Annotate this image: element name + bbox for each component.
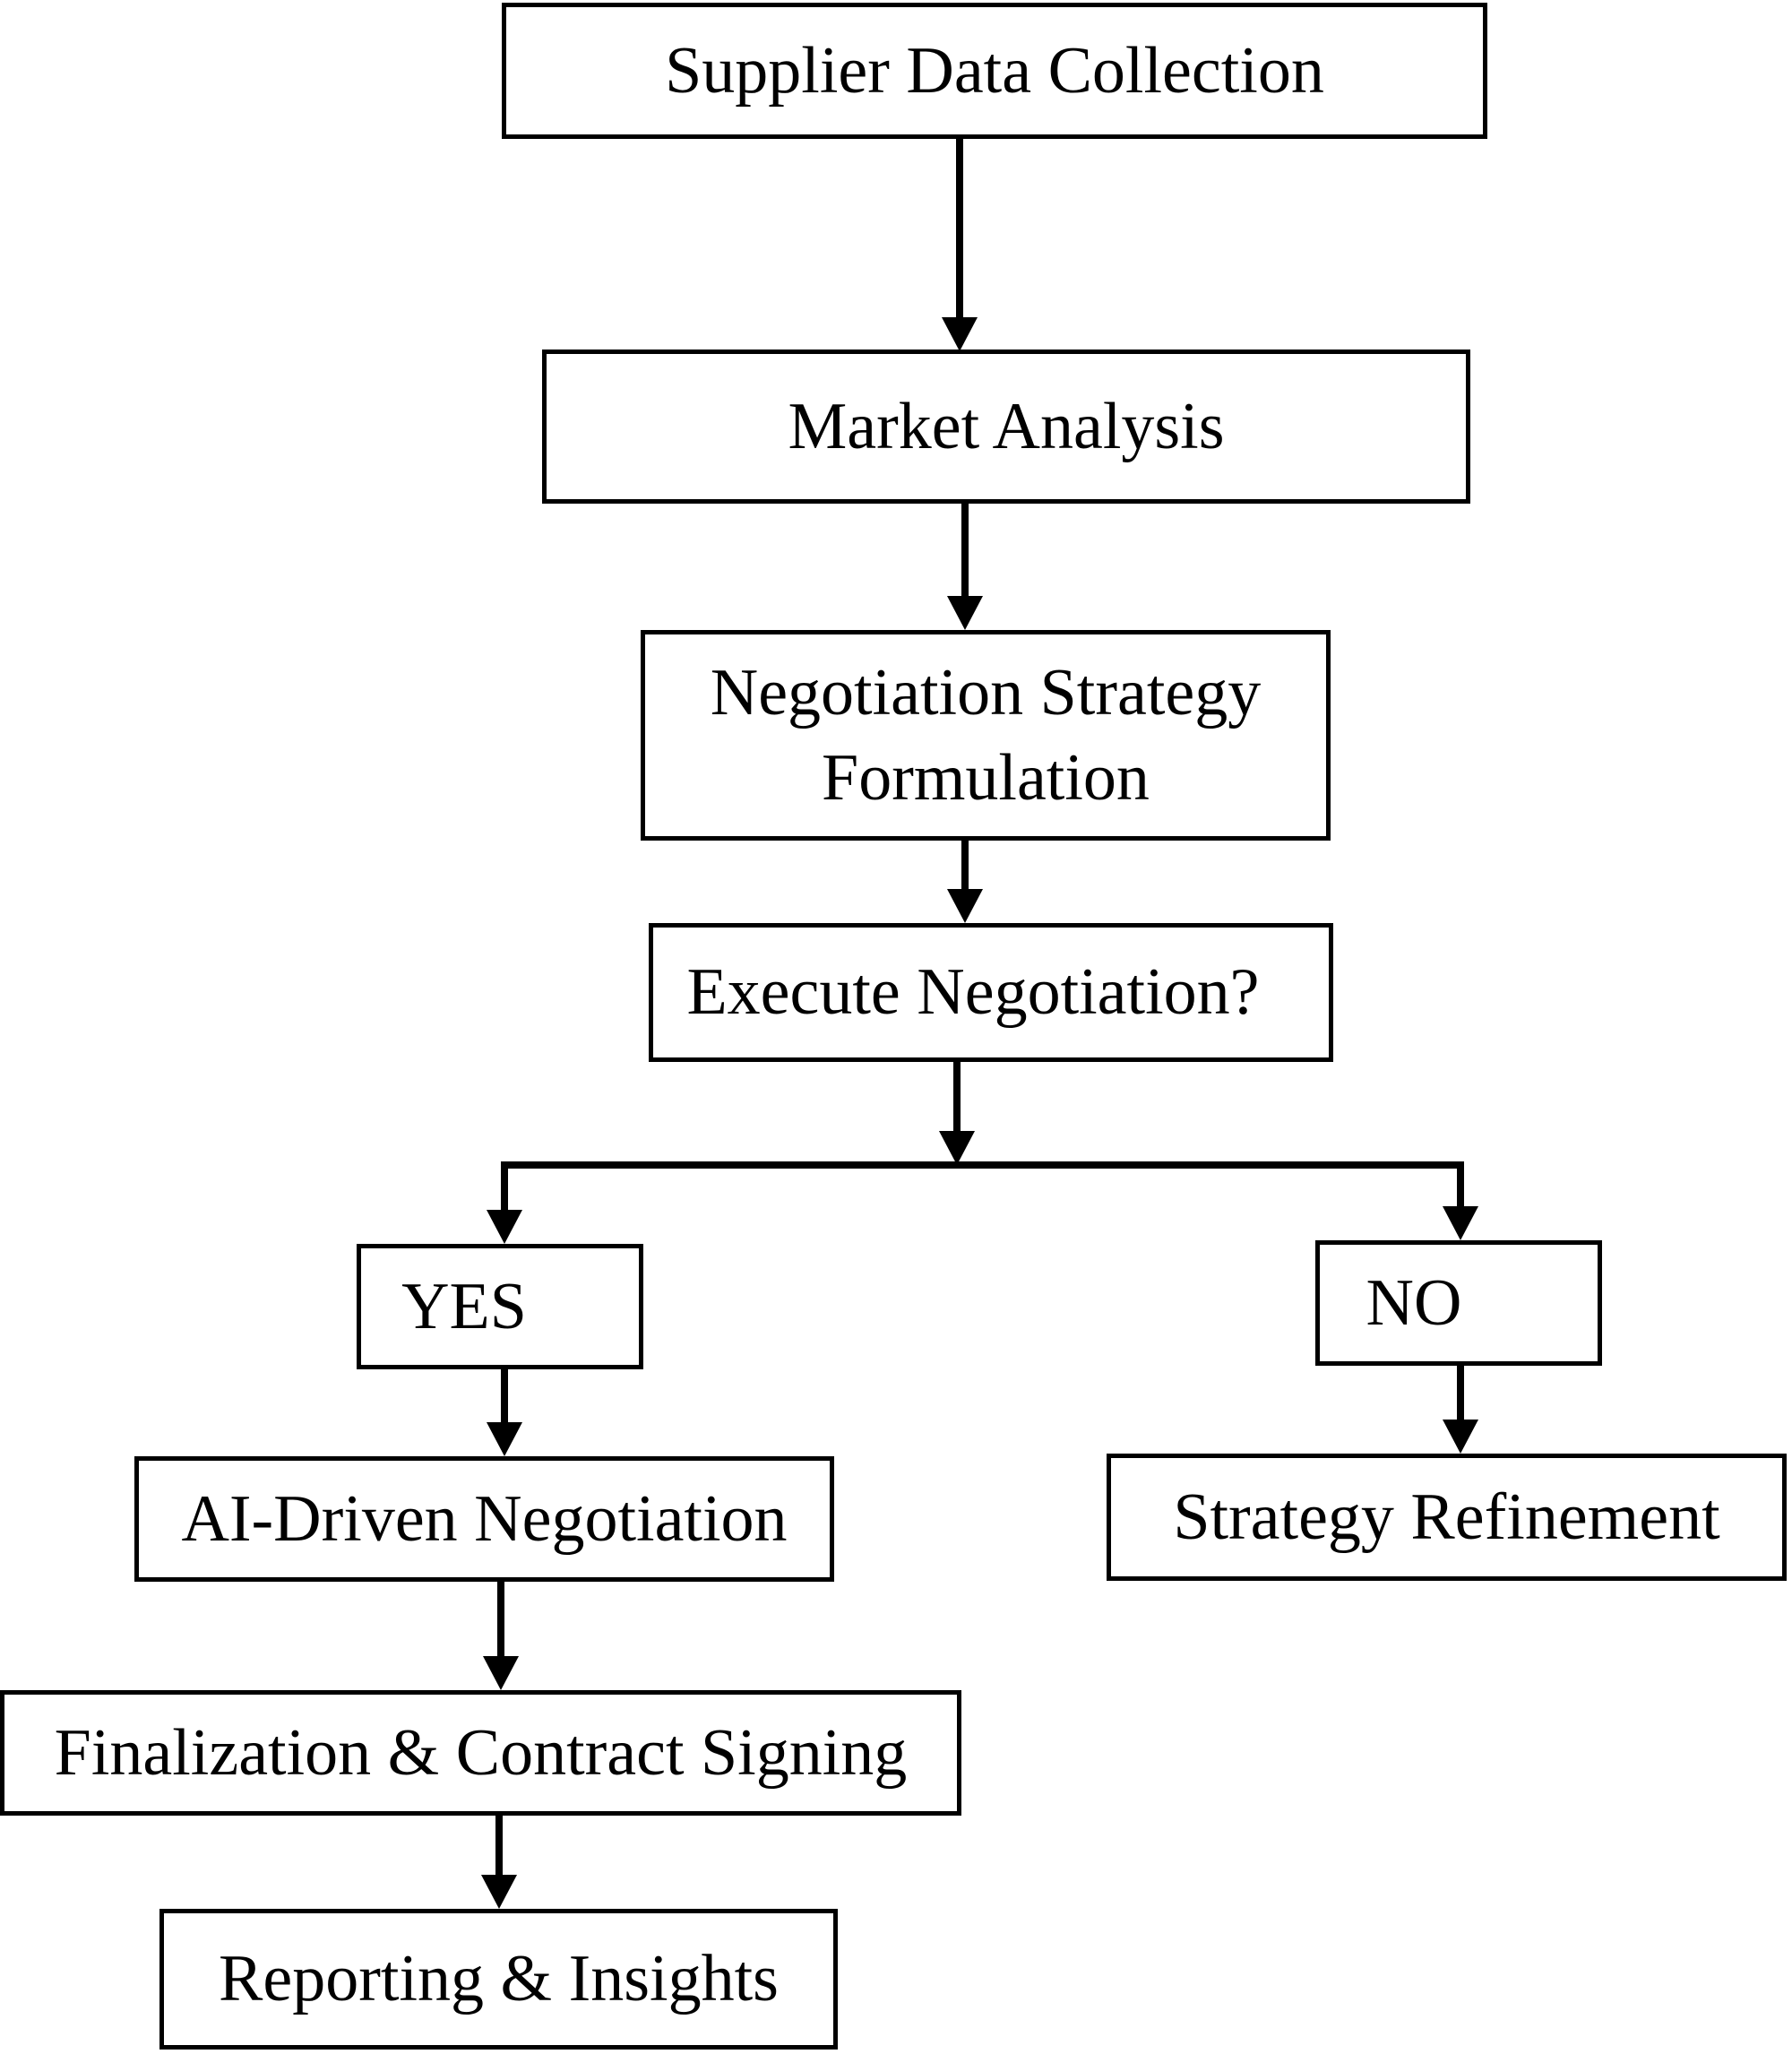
node-label: AI-Driven Negotiation	[181, 1481, 788, 1556]
arrowhead-down-icon	[947, 596, 983, 630]
node-execute-negotiation-decision: Execute Negotiation?	[649, 923, 1333, 1062]
arrowhead-down-icon	[1443, 1206, 1478, 1240]
arrowhead-down-icon	[487, 1422, 522, 1456]
arrowhead-down-icon	[939, 1131, 975, 1165]
node-supplier-data-collection: Supplier Data Collection	[502, 3, 1487, 139]
edge-yes-to-ai-negotiation	[487, 1369, 522, 1456]
node-label: Finalization & Contract Signing	[54, 1715, 908, 1790]
node-label: Execute Negotiation?	[686, 955, 1260, 1030]
arrowhead-down-icon	[947, 889, 983, 923]
edge-supplier-to-market	[942, 139, 978, 351]
node-label: Market Analysis	[788, 389, 1225, 463]
node-label: NO	[1366, 1265, 1462, 1340]
node-reporting-insights: Reporting & Insights	[159, 1909, 838, 2050]
node-label: Supplier Data Collection	[665, 33, 1324, 108]
edge-execute-to-branch-rail	[501, 1060, 1464, 1169]
edge-strategy-formulation-to-execute	[947, 839, 983, 923]
node-strategy-refinement: Strategy Refinement	[1107, 1454, 1787, 1581]
node-ai-driven-negotiation: AI-Driven Negotiation	[134, 1456, 834, 1582]
node-no-branch: NO	[1315, 1240, 1602, 1366]
edge-finalization-to-reporting	[481, 1816, 517, 1909]
edge-no-to-strategy-refinement	[1443, 1366, 1478, 1454]
arrowhead-down-icon	[481, 1875, 517, 1909]
node-negotiation-strategy-formulation: Negotiation Strategy Formulation	[641, 630, 1331, 841]
node-label: YES	[401, 1269, 527, 1343]
edge-ai-negotiation-to-finalization	[483, 1582, 519, 1690]
node-label: Strategy Refinement	[1173, 1480, 1720, 1554]
arrowhead-down-icon	[483, 1656, 519, 1690]
node-market-analysis: Market Analysis	[542, 350, 1470, 504]
edge-rail-to-no	[1443, 1165, 1478, 1240]
arrowhead-down-icon	[487, 1210, 522, 1244]
node-label: Reporting & Insights	[219, 1942, 779, 2016]
node-finalization-contract-signing: Finalization & Contract Signing	[0, 1690, 961, 1816]
edge-market-to-strategy-formulation	[947, 502, 983, 630]
arrowhead-down-icon	[942, 317, 978, 351]
arrowhead-down-icon	[1443, 1420, 1478, 1454]
node-yes-branch: YES	[357, 1244, 643, 1369]
node-label: Negotiation Strategy Formulation	[710, 655, 1262, 815]
edge-rail-to-yes	[487, 1165, 522, 1244]
